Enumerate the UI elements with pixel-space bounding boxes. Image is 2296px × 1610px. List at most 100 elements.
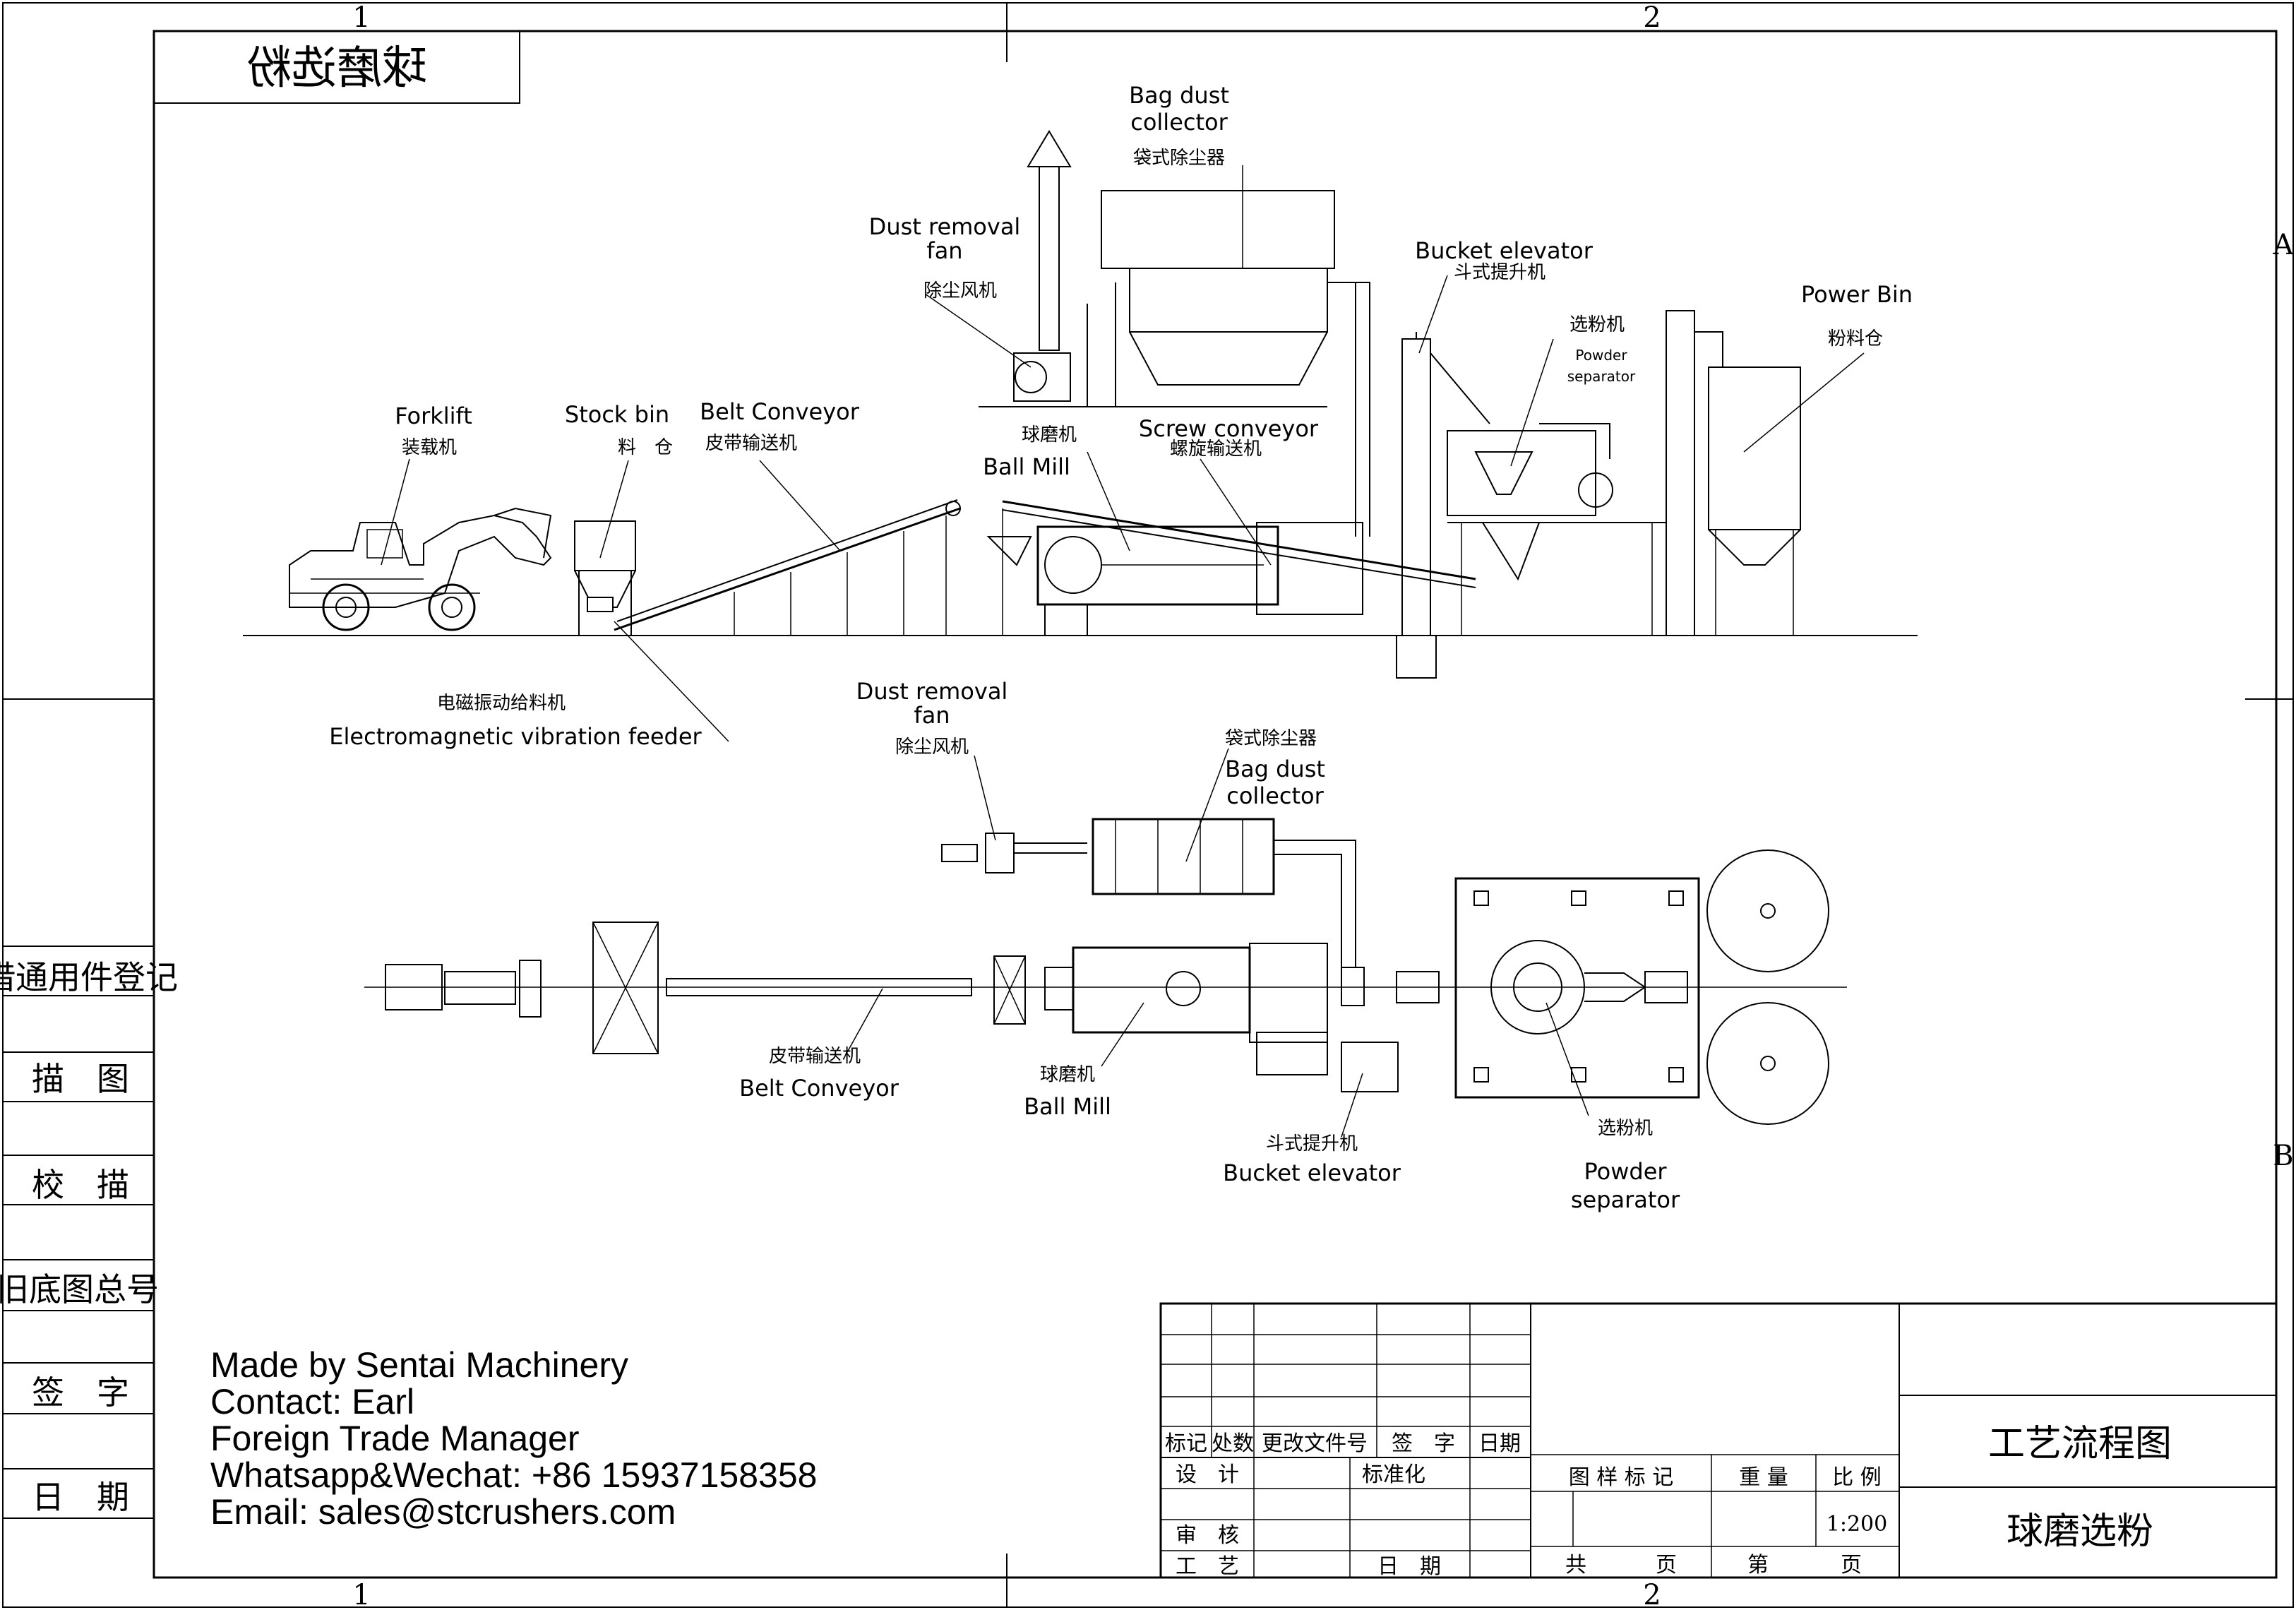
credits-block: Made by Sentai Machinery Contact: Earl F… (210, 1345, 817, 1532)
label-dust-fan-en-2: fan (926, 237, 962, 264)
label-powder-separator-en-2: separator (1567, 368, 1636, 385)
ball-mill-drawing (986, 508, 1363, 636)
plan-bag-collector-drawing (1092, 818, 1356, 967)
forklift-drawing (289, 507, 552, 631)
tb-drawing-title: 工艺流程图 (1988, 1423, 2172, 1465)
register-tracing: 描 图 (32, 1060, 129, 1098)
plan-power-bins-drawing (1706, 849, 1829, 1125)
title-banner-text: 球磨选粉 (246, 42, 427, 95)
tb-sheet-no: 第 (1747, 1553, 1769, 1578)
tb-rev-doc: 更改文件号 (1262, 1431, 1368, 1456)
grid-col-1-top: 1 (352, 1, 370, 34)
screw-conveyor-drawing (1002, 500, 1476, 588)
label-belt-conveyor-cn: 皮带输送机 (705, 433, 797, 454)
plan-ball-mill-drawing (993, 943, 1328, 1075)
powder-separator-drawing (1447, 423, 1666, 636)
tb-standard: 标准化 (1362, 1462, 1425, 1487)
label-feeder-cn: 电磁振动给料机 (437, 693, 566, 714)
label-bag-collector-en-1: Bag dust (1129, 82, 1229, 109)
tb-rev-sign: 签 字 (1392, 1431, 1455, 1456)
title-block: 标记 处数 更改文件号 签 字 日期 设 计 标准化 审 核 工 艺 日 期 图… (1159, 1302, 2278, 1579)
credit-phone: Whatsapp&Wechat: +86 15937158358 (210, 1455, 817, 1495)
plan-label-belt-conveyor-cn: 皮带输送机 (769, 1046, 861, 1067)
label-screw-conveyor-cn: 螺旋输送机 (1170, 439, 1262, 460)
title-banner: 球磨选粉 (153, 30, 520, 104)
plan-label-belt-conveyor-en: Belt Conveyor (739, 1075, 899, 1102)
credit-made-by: Made by Sentai Machinery (210, 1345, 628, 1385)
plan-dust-fan-drawing (941, 833, 1087, 873)
dust-fan-drawing (1013, 130, 1072, 402)
tb-design: 设 计 (1176, 1462, 1239, 1487)
belt-conveyor-drawing (614, 499, 961, 636)
plan-label-powder-separator-en-2: separator (1571, 1186, 1680, 1213)
plan-label-dust-fan-en-2: fan (914, 702, 950, 729)
label-forklift-cn: 装载机 (402, 437, 457, 458)
plan-label-bag-collector-en-2: collector (1226, 782, 1324, 809)
plan-label-bucket-elevator-cn: 斗式提升机 (1266, 1133, 1358, 1155)
tb-date: 日 期 (1377, 1554, 1441, 1579)
credit-role: Foreign Trade Manager (210, 1419, 580, 1458)
grid-col-1-bottom: 1 (352, 1579, 370, 1610)
bag-collector-drawing (979, 190, 1370, 537)
register-check-tracing: 校 描 (32, 1166, 129, 1204)
plan-label-bag-collector-cn: 袋式除尘器 (1225, 728, 1317, 749)
label-screw-conveyor-en: Screw conveyor (1139, 415, 1319, 442)
label-bucket-elevator-en: Bucket elevator (1415, 237, 1594, 264)
tb-rev-mark: 标记 (1165, 1431, 1207, 1456)
tb-total: 共 (1565, 1553, 1586, 1578)
plan-label-bag-collector-en-1: Bag dust (1225, 756, 1325, 782)
grid-row-b: B (2273, 1140, 2293, 1172)
label-stock-bin-cn: 料 仓 (618, 437, 673, 458)
tb-review: 审 核 (1176, 1523, 1239, 1548)
plan-stock-bin-drawing (592, 922, 659, 1054)
label-bag-collector-en-2: collector (1130, 109, 1228, 136)
label-powder-separator-en-1: Powder (1575, 347, 1627, 364)
plan-bucket-elevator-drawing (1341, 967, 1440, 1092)
tb-drawing-mark: 图 样 标 记 (1569, 1465, 1674, 1490)
plan-label-powder-separator-cn: 选粉机 (1598, 1118, 1653, 1139)
label-ball-mill-en: Ball Mill (983, 453, 1070, 480)
label-dust-fan-en-1: Dust removal (869, 213, 1021, 240)
plan-label-ball-mill-cn: 球磨机 (1040, 1064, 1095, 1085)
label-powder-separator-cn: 选粉机 (1569, 314, 1625, 335)
grid-references: 1 2 1 2 A B (352, 1, 2294, 1610)
plan-view: Dust removal fan 除尘风机 袋式除尘器 Bag dust col… (364, 678, 1847, 1213)
label-stock-bin-en: Stock bin (565, 401, 669, 428)
credit-contact: Contact: Earl (210, 1382, 414, 1421)
label-forklift-en: Forklift (395, 402, 472, 429)
label-bucket-elevator-cn: 斗式提升机 (1454, 262, 1545, 283)
tb-weight: 重 量 (1739, 1465, 1788, 1490)
grid-col-2-top: 2 (1643, 1, 1661, 34)
tb-drawing-subtitle: 球磨选粉 (2007, 1510, 2153, 1553)
register-borrowed-parts: 借通用件登记 (0, 958, 178, 996)
plan-belt-conveyor-drawing (666, 978, 972, 996)
label-bag-collector-cn: 袋式除尘器 (1133, 148, 1225, 169)
credit-email: Email: sales@stcrushers.com (210, 1492, 676, 1532)
label-power-bin-en: Power Bin (1801, 281, 1913, 308)
tb-scale-value: 1:200 (1826, 1512, 1887, 1537)
grid-col-2-bottom: 2 (1643, 1579, 1661, 1610)
register-signature: 签 字 (32, 1373, 129, 1412)
label-belt-conveyor-en: Belt Conveyor (700, 398, 860, 425)
plan-label-dust-fan-en-1: Dust removal (856, 678, 1008, 705)
label-power-bin-cn: 粉料仓 (1828, 328, 1883, 350)
register-old-drawing-no: 旧底图总号 (0, 1270, 159, 1308)
tb-scale: 比 例 (1832, 1465, 1882, 1490)
elevation-view: Forklift 装载机 Stock bin 料 仓 Belt Conveyor… (243, 82, 1918, 750)
plan-powder-separator-drawing (1454, 877, 1700, 1099)
plan-leaders (847, 748, 1589, 1138)
side-register: 借通用件登记 描 图 校 描 旧底图总号 签 字 日 期 (0, 946, 178, 1519)
plan-label-powder-separator-en-1: Powder (1584, 1158, 1667, 1185)
plan-label-dust-fan-cn: 除尘风机 (895, 737, 969, 758)
label-ball-mill-cn: 球磨机 (1022, 424, 1077, 446)
tb-process: 工 艺 (1176, 1554, 1239, 1579)
tb-sheet: 页 (1656, 1553, 1677, 1578)
tb-rev-count: 处数 (1212, 1431, 1254, 1456)
plan-loader-drawing (385, 960, 542, 1018)
plan-label-ball-mill-en: Ball Mill (1024, 1093, 1111, 1120)
elevation-leaders (381, 165, 1865, 742)
tb-rev-date: 日期 (1478, 1431, 1521, 1456)
label-feeder-en: Electromagnetic vibration feeder (329, 723, 702, 750)
stock-bin-drawing (574, 520, 636, 636)
